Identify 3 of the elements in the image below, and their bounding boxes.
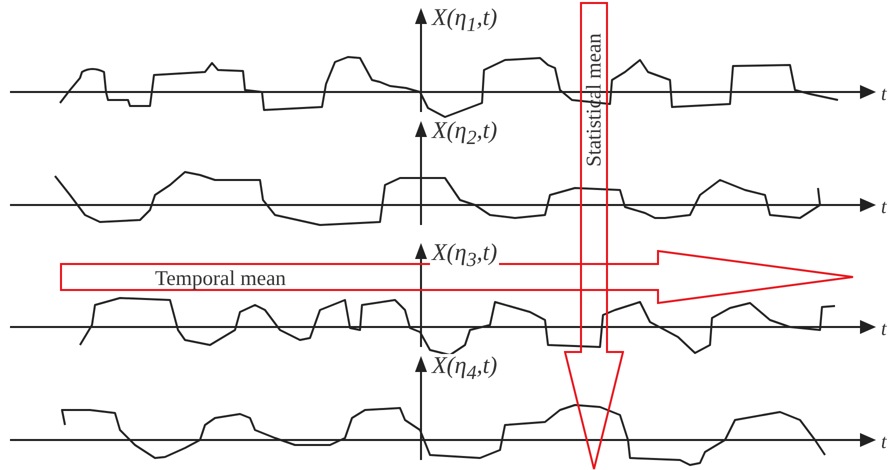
arrow-label: Temporal mean xyxy=(155,268,286,289)
arrow-label: Statistical mean xyxy=(584,33,604,167)
hollow-arrow xyxy=(564,0,624,470)
